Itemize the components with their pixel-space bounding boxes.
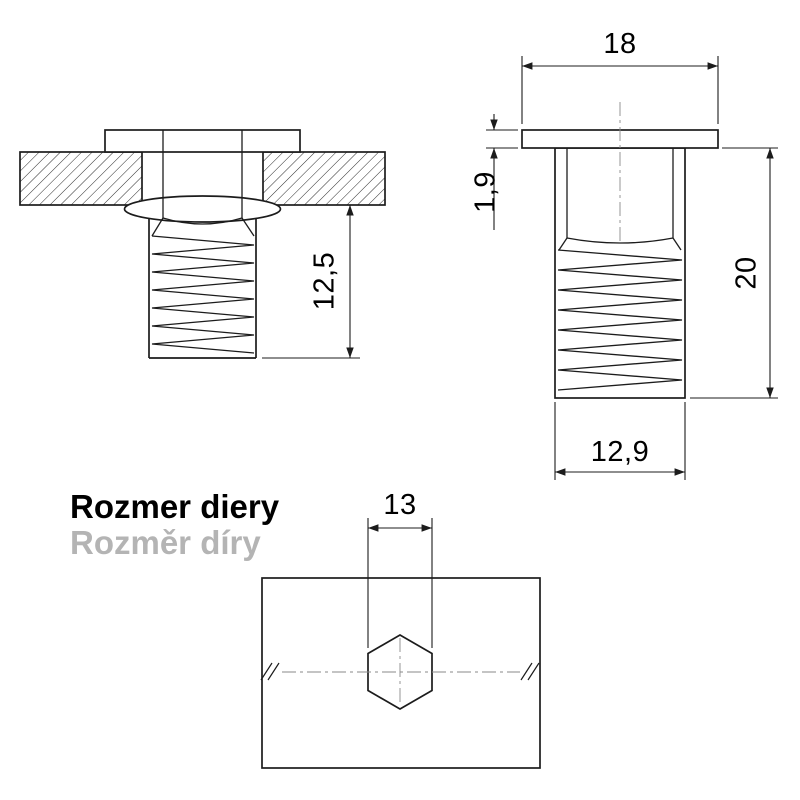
dim-total-length-label: 20 (730, 256, 763, 290)
right-plate-hatched (262, 151, 386, 206)
break-mark-left (260, 662, 280, 681)
flange-head-section (104, 129, 301, 153)
left-plate-hatched (19, 151, 143, 206)
bore-cone-left (151, 217, 164, 237)
thread-zigzag (557, 249, 683, 391)
bulge-fold (123, 195, 282, 223)
hole-view (260, 577, 541, 769)
dim-body-diameter-lines (554, 402, 686, 480)
side-view (521, 102, 719, 399)
dim-shank-length-lines (262, 204, 360, 359)
dim-head-thickness-label: 1,9 (469, 171, 502, 213)
dim-total-length-lines (690, 147, 778, 399)
dim-head-thickness-lines (486, 114, 518, 230)
thread-zigzag-section (151, 235, 255, 354)
break-mark-right (520, 662, 540, 681)
dim-body-diameter-label: 12,9 (590, 436, 650, 468)
plate-outline (261, 577, 541, 769)
dim-head-width-lines (521, 56, 719, 124)
dim-hole-size-lines (367, 518, 433, 648)
bore-bottom-curve (162, 217, 243, 225)
bore-cone-left (558, 237, 568, 251)
hole-size-title-cs: Rozměr díry (70, 524, 261, 561)
bore-cone-right (672, 237, 682, 251)
bore-bottom-curve (566, 237, 674, 244)
dim-head-width-label: 18 (603, 28, 637, 60)
section-view (19, 129, 386, 359)
dim-shank-length-label: 12,5 (308, 251, 341, 311)
dim-hole-size-label: 13 (383, 489, 417, 521)
bore-cone-right (241, 217, 255, 237)
hole-size-title-sk: Rozmer diery (70, 488, 280, 525)
